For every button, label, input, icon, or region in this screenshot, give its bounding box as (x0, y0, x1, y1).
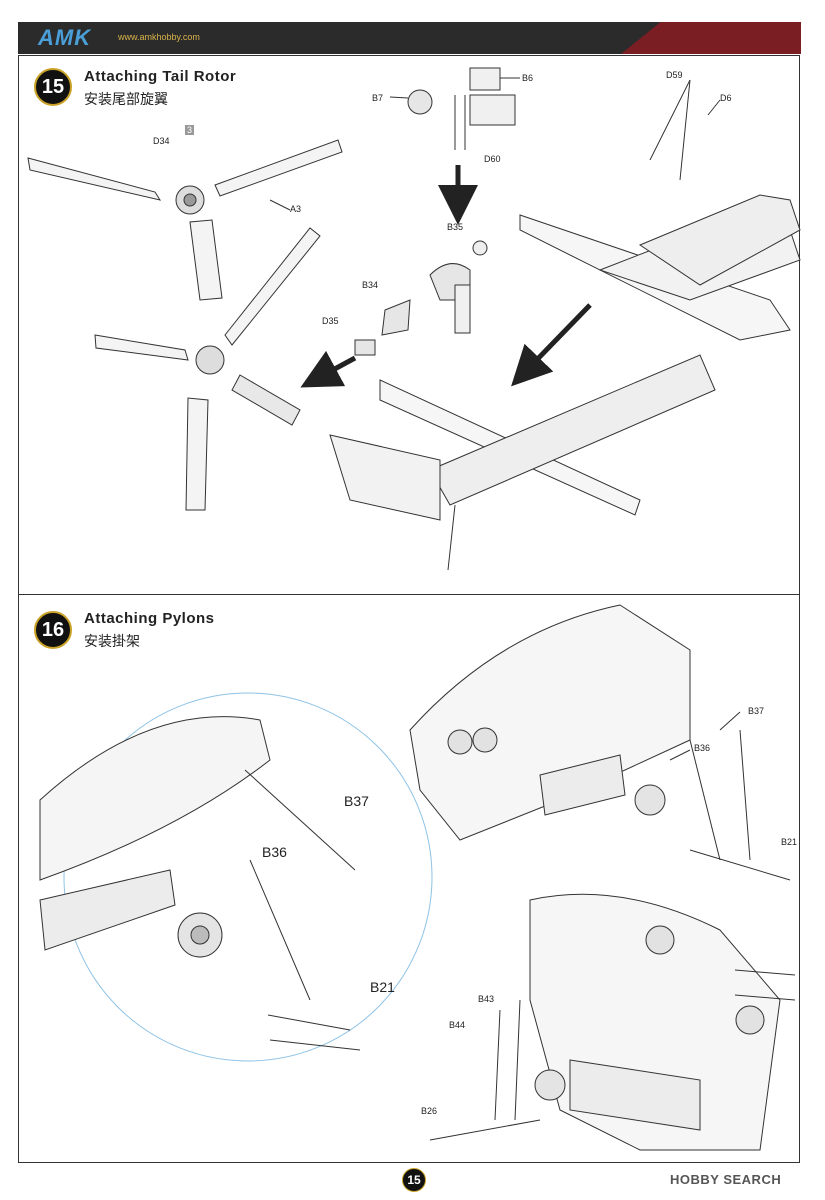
step-16-subtitle: 安装掛架 (84, 634, 140, 650)
part-label-b7: B7 (372, 93, 384, 103)
tail-boom-upper-drawing (519, 194, 801, 341)
part-label-d35: D35 (322, 316, 339, 326)
step-divider (18, 594, 800, 595)
instruction-frame (18, 55, 800, 1163)
page-header: AMK www.amkhobby.com (18, 22, 801, 54)
part-label-b43: B43 (478, 994, 495, 1004)
sub-step-badge: 3 (185, 125, 195, 135)
part-label-b35: B35 (447, 222, 464, 232)
detail-magnifier-circle (63, 692, 433, 1062)
hub-parts-drawing (354, 67, 516, 356)
part-label-b36: B36 (694, 743, 711, 753)
step-15-title: Attaching Tail Rotor (84, 68, 237, 85)
detail-label-b37: B37 (344, 793, 369, 809)
part-label-b26: B26 (421, 1106, 438, 1116)
part-label-b21: B21 (781, 837, 798, 847)
part-label-b34: B34 (362, 280, 379, 290)
helicopter-body-right-drawing (409, 604, 791, 881)
part-label-b37: B37 (748, 706, 765, 716)
pylon-detail-drawing (39, 716, 361, 1051)
part-label-d6: D6 (720, 93, 732, 103)
part-label-b6: B6 (522, 73, 534, 83)
step-15-badge: 15 (34, 68, 72, 106)
step-15-subtitle: 安装尾部旋翼 (84, 92, 168, 108)
step-16-badge: 16 (34, 611, 72, 649)
watermark: HOBBY SEARCH (670, 1172, 782, 1187)
detail-label-b21: B21 (370, 979, 395, 995)
step-16-title: Attaching Pylons (84, 610, 215, 627)
part-label-d59: D59 (666, 70, 683, 80)
helicopter-body-left-drawing (429, 893, 796, 1151)
tail-rotor-upper-drawing (27, 139, 343, 301)
part-label-d60: D60 (484, 154, 501, 164)
brand-logo: AMK (38, 25, 92, 50)
part-label-a3: A3 (290, 204, 302, 214)
page-number: 15 (402, 1168, 426, 1192)
tail-boom-lower-drawing (329, 354, 716, 571)
website-url[interactable]: www.amkhobby.com (118, 32, 200, 42)
detail-label-b36: B36 (262, 844, 287, 860)
tail-rotor-lower-drawing (94, 227, 321, 511)
part-label-b44: B44 (449, 1020, 466, 1030)
part-label-d34: D34 (153, 136, 170, 146)
